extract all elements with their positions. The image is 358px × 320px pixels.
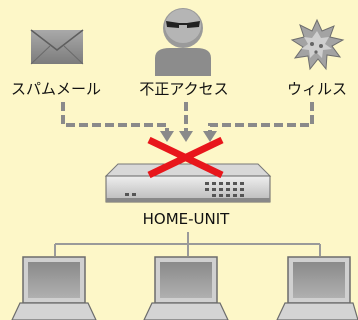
virus-path (208, 102, 314, 132)
virus-icon (290, 18, 345, 71)
router-icon (104, 163, 272, 203)
laptop-icon-left (11, 256, 97, 320)
arrowheads (160, 131, 217, 142)
laptop-icon-right (276, 256, 358, 320)
spam-label: スパムメール (10, 80, 102, 98)
blocked-x-icon (147, 136, 224, 179)
network-lines (54, 232, 321, 256)
spam-path (61, 102, 169, 132)
laptop-icon-center (143, 256, 229, 320)
device-label: HOME-UNIT (142, 210, 230, 228)
envelope-icon (30, 29, 84, 65)
hacker-icon (155, 8, 211, 76)
threat-lines (61, 102, 314, 132)
virus-label: ウィルス (286, 80, 348, 98)
intrusion-label: 不正アクセス (139, 80, 229, 98)
